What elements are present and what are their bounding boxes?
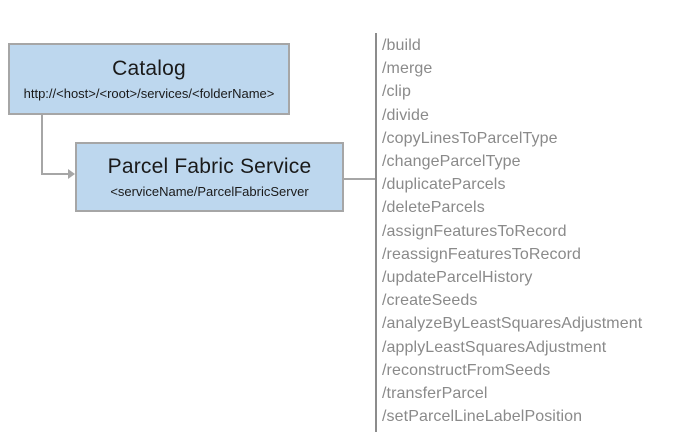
catalog-node: Catalog http://<host>/<root>/services/<f… — [8, 43, 290, 115]
endpoint-item: /transferParcel — [382, 385, 488, 403]
endpoint-item: /assignFeaturesToRecord — [382, 222, 567, 240]
endpoint-item: /clip — [382, 83, 411, 101]
endpoint-item: /duplicateParcels — [382, 176, 506, 194]
endpoint-item: /reassignFeaturesToRecord — [382, 245, 582, 263]
catalog-node-title: Catalog — [112, 57, 186, 80]
endpoint-item: /changeParcelType — [382, 153, 521, 171]
parcel-fabric-service-node: Parcel Fabric Service <serviceName/Parce… — [75, 142, 344, 212]
endpoints-divider — [375, 33, 377, 432]
endpoint-item: /deleteParcels — [382, 199, 485, 217]
connector-catalog-horizontal — [41, 173, 68, 175]
service-node-subtitle: <serviceName/ParcelFabricServer — [110, 184, 309, 199]
endpoint-item: /reconstructFromSeeds — [382, 361, 551, 379]
endpoint-item: /createSeeds — [382, 292, 478, 310]
arrowhead-right-icon — [68, 169, 75, 179]
endpoint-item: /updateParcelHistory — [382, 269, 533, 287]
endpoint-item: /merge — [382, 60, 433, 78]
endpoint-item: /divide — [382, 106, 429, 124]
endpoint-item: /applyLeastSquaresAdjustment — [382, 338, 607, 356]
endpoint-item: /copyLinesToParcelType — [382, 129, 558, 147]
endpoint-list: /build/merge/clip/divide/copyLinesToParc… — [382, 34, 682, 428]
endpoint-item: /build — [382, 37, 421, 54]
connector-service-to-endpoints — [344, 178, 376, 180]
endpoint-item: /analyzeByLeastSquaresAdjustment — [382, 315, 643, 333]
service-node-title: Parcel Fabric Service — [107, 155, 312, 178]
catalog-node-subtitle: http://<host>/<root>/services/<folderNam… — [23, 86, 275, 101]
endpoint-item: /setParcelLineLabelPosition — [382, 408, 583, 426]
connector-catalog-vertical — [41, 115, 43, 175]
